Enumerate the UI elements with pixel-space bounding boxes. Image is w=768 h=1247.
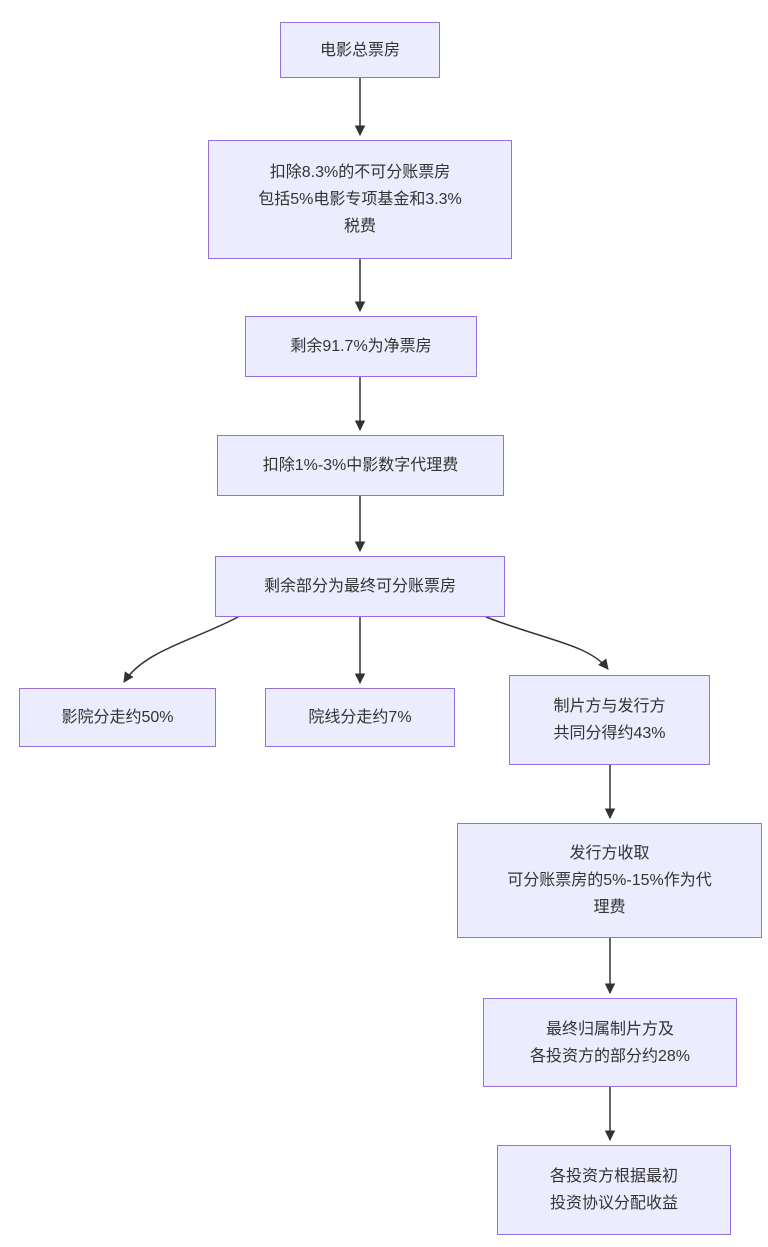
node-cinema-share: 影院分走约50% xyxy=(19,688,216,747)
node-producer-investor-part: 最终归属制片方及 各投资方的部分约28% xyxy=(483,998,737,1087)
node-circuit-share: 院线分走约7% xyxy=(265,688,455,747)
node-producer-distributor: 制片方与发行方 共同分得约43% xyxy=(509,675,710,765)
node-deduct-digital-agency: 扣除1%-3%中影数字代理费 xyxy=(217,435,504,496)
node-net-box-office: 剩余91.7%为净票房 xyxy=(245,316,477,377)
node-total-box-office: 电影总票房 xyxy=(280,22,440,78)
edge-final-to-cinema xyxy=(123,616,239,683)
node-deduct-non-shareable: 扣除8.3%的不可分账票房 包括5%电影专项基金和3.3% 税费 xyxy=(208,140,512,259)
edge-final-to-producer xyxy=(485,616,609,670)
node-final-shareable: 剩余部分为最终可分账票房 xyxy=(215,556,505,617)
node-distributor-agency-fee: 发行方收取 可分账票房的5%-15%作为代 理费 xyxy=(457,823,762,938)
node-investor-distribution: 各投资方根据最初 投资协议分配收益 xyxy=(497,1145,731,1235)
